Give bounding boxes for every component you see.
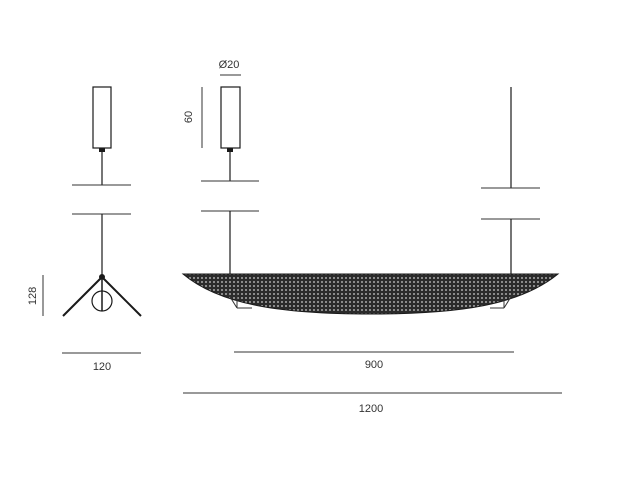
dim-1200-label: 1200: [359, 403, 383, 415]
front-canopy-fitting: [227, 148, 233, 152]
perforated-shade: [181, 273, 560, 315]
dim-60-label: 60: [183, 111, 195, 123]
side-view: 128 120: [27, 86, 142, 373]
side-canopy: [92, 86, 112, 149]
bracket-right: [490, 291, 515, 309]
bracket-left: [226, 291, 252, 309]
side-hub: [99, 274, 105, 280]
side-arm-left: [62, 276, 103, 317]
side-canopy-fitting: [99, 148, 105, 152]
dim-diameter-label: Ø20: [219, 59, 240, 71]
front-canopy: [220, 86, 241, 149]
dim-120-label: 120: [93, 361, 111, 373]
side-arm-right: [101, 276, 142, 317]
dim-128-label: 128: [27, 287, 39, 305]
dim-900-label: 900: [365, 359, 383, 371]
front-view: Ø20 60 900: [181, 59, 562, 415]
